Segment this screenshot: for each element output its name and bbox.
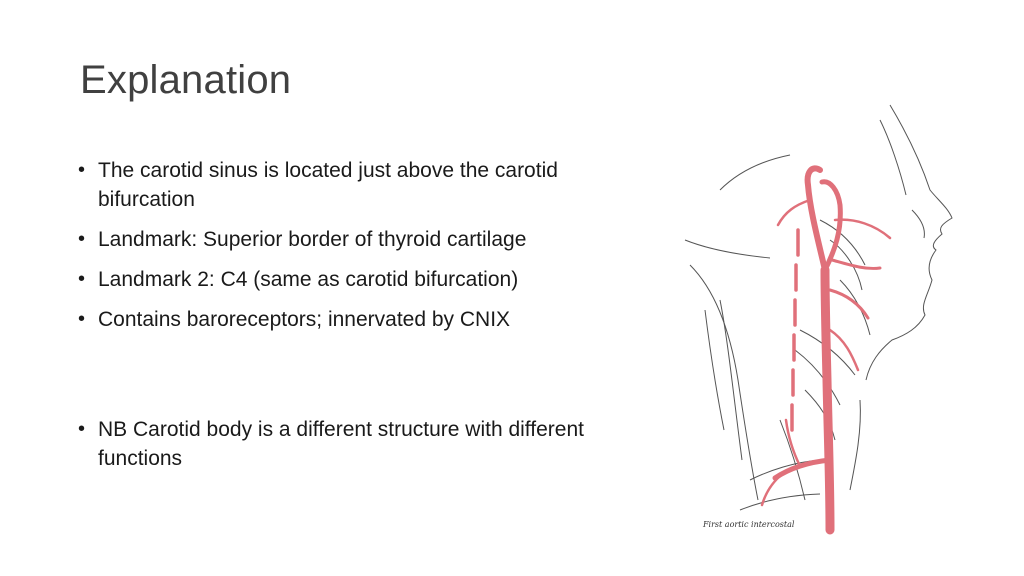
bullet-text: Contains baroreceptors; innervated by CN… xyxy=(98,308,511,331)
bullet-item: • The carotid sinus is located just abov… xyxy=(78,156,648,214)
bullet-item: • Contains baroreceptors; innervated by … xyxy=(78,305,648,334)
bullet-icon: • xyxy=(78,308,86,330)
bullet-item: • Landmark: Superior border of thyroid c… xyxy=(78,225,648,254)
bullet-item: • NB Carotid body is a different structu… xyxy=(78,415,648,473)
slide-title: Explanation xyxy=(80,58,292,102)
bullet-icon: • xyxy=(78,228,86,250)
bullet-icon: • xyxy=(78,159,86,181)
bullet-icon: • xyxy=(78,418,86,440)
bullet-text: Landmark: Superior border of thyroid car… xyxy=(98,228,527,251)
neck-arteries-illustration xyxy=(684,104,953,535)
figure-caption: First aortic intercostal xyxy=(703,520,795,529)
bullet-text: Landmark 2: C4 (same as carotid bifurcat… xyxy=(98,268,519,291)
bullet-list: • The carotid sinus is located just abov… xyxy=(78,156,648,473)
bullet-item: • Landmark 2: C4 (same as carotid bifurc… xyxy=(78,265,648,294)
bullet-text: The carotid sinus is located just above … xyxy=(98,159,558,211)
bullet-text: NB Carotid body is a different structure… xyxy=(98,418,584,470)
bullet-icon: • xyxy=(78,268,86,290)
